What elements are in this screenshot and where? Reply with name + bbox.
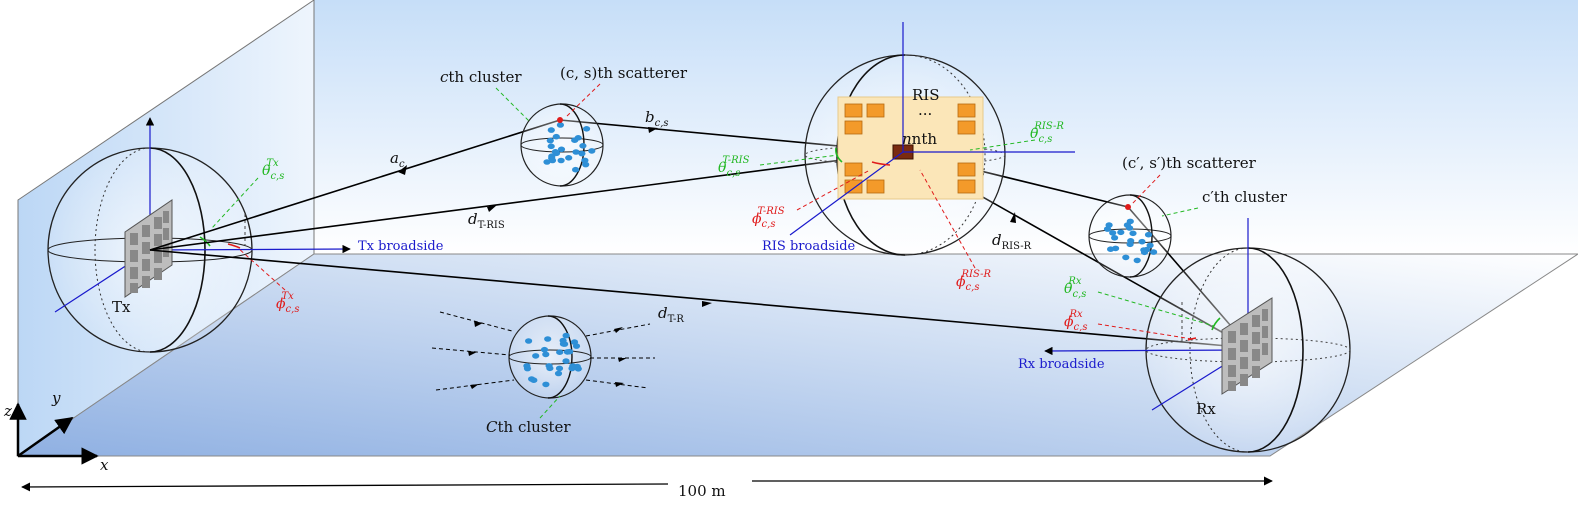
path-d-t-r — [149, 249, 1251, 349]
scatterer-dot — [554, 370, 563, 377]
scatterer-dot — [1126, 218, 1134, 225]
ris-sphere — [789, 22, 1075, 256]
scatterer-dot — [1122, 254, 1130, 261]
scatterer-dot — [557, 157, 565, 164]
scatterer-dot — [582, 161, 590, 168]
scatterer-dot — [568, 365, 576, 372]
scatterer-dot — [572, 166, 580, 173]
scatterer-dot — [570, 339, 579, 345]
scatterer-dot — [1111, 235, 1119, 241]
scatterer-dot — [578, 150, 586, 157]
tx-label: Tx — [112, 298, 131, 316]
ris-nth-label: nnth — [902, 130, 937, 148]
cprime-cluster-sphere — [1088, 194, 1172, 278]
tx-broadside-label: Tx broadside — [358, 239, 444, 254]
scatterer-dot — [546, 137, 554, 144]
scatterer-dot — [588, 148, 596, 154]
path-d-t-ris — [149, 151, 904, 251]
axis-y-label: y — [51, 389, 61, 407]
ris-dots: ... — [918, 101, 932, 119]
scatterer-dot — [1146, 242, 1154, 249]
ris-broadside-label: RIS broadside — [762, 239, 856, 254]
scatterer-dot — [1138, 238, 1146, 245]
path-a-c — [149, 119, 561, 251]
scatterer-dot — [1107, 246, 1115, 252]
scatterer-dot — [1150, 249, 1158, 255]
scatterer-dot — [548, 153, 556, 159]
scatterer-dot — [555, 365, 564, 372]
theta-rx-label: θc,sRx — [1064, 276, 1086, 300]
scatterer-dot — [583, 126, 591, 132]
scatterer-dot — [1105, 222, 1113, 228]
Cth-cluster-ray-arrows — [468, 321, 627, 389]
scatterer-dot — [551, 149, 560, 155]
b-cs-label: bc,s — [645, 108, 669, 129]
distance-dimension — [21, 476, 1273, 492]
scatterer-dot — [532, 353, 540, 359]
scatterer-dot — [556, 349, 564, 356]
a-c-label: ac — [390, 149, 405, 170]
cprime-cluster-label: c′th cluster — [1202, 188, 1288, 206]
room — [16, 0, 1578, 457]
cth-cluster-sphere — [520, 103, 604, 187]
distance-label: 100 m — [678, 482, 726, 500]
scatterer-dot — [1129, 230, 1137, 237]
scatterer-dot — [542, 351, 550, 358]
phi-rx-label: ϕc,sRx — [1064, 309, 1087, 333]
scatterer-dot — [572, 149, 580, 155]
d-t-r-label: dT-R — [658, 304, 684, 325]
theta-tx-label: θc,sTx — [262, 158, 284, 182]
d-t-ris-label: dT-RIS — [468, 210, 505, 231]
scatterer-dot — [1117, 229, 1125, 236]
scatterer-dot — [562, 358, 570, 364]
scatterer-dot — [574, 135, 582, 141]
scatterer-dot — [565, 155, 573, 161]
scatterer-dot — [556, 122, 565, 128]
ris-label: RIS — [912, 86, 940, 104]
axis-z-label: z — [3, 402, 12, 420]
scatterer-dot — [525, 338, 533, 344]
ris-elements — [844, 103, 976, 194]
theta-ris-r-label: θc,sRIS-R — [1030, 121, 1064, 145]
scatterer-dot — [544, 336, 552, 342]
Cth-cluster-label: Cth cluster — [486, 418, 571, 436]
scatterer-dot — [562, 332, 570, 339]
scatterer-dot — [542, 381, 550, 388]
scatterer-dot — [1144, 231, 1153, 238]
cprime-scatterer-label: (c′, s′)th scatterer — [1122, 154, 1257, 172]
rx-sphere — [1044, 218, 1351, 453]
scatterer-dot — [543, 159, 551, 165]
scatterer-dot — [1133, 257, 1141, 264]
scatterer-dot — [530, 377, 538, 384]
cth-cluster-label: cth cluster — [440, 68, 522, 86]
theta-t-ris-label: θc,sT-RIS — [718, 155, 750, 179]
coordinate-axes — [9, 402, 99, 465]
rx-broadside-label: Rx broadside — [1018, 357, 1105, 372]
phi-t-ris-label: ϕc,sT-RIS — [752, 206, 785, 230]
phi-ris-r-label: ϕc,sRIS-R — [956, 269, 992, 293]
scatterer-dot — [1143, 246, 1151, 253]
scatterer-dot — [546, 365, 554, 372]
cs-scatterer-label: (c, s)th scatterer — [560, 64, 688, 82]
scatterer-dot — [1109, 230, 1117, 236]
scatterer-dot — [547, 127, 555, 133]
Cth-cluster-sphere — [508, 315, 592, 399]
rx-label: Rx — [1196, 400, 1216, 418]
phi-tx-label: ϕc,sTx — [276, 291, 299, 315]
scatterer-dot — [540, 346, 549, 353]
scatterer-dot — [557, 146, 566, 153]
scatterer-dot — [566, 348, 574, 355]
path-direction-arrows — [398, 127, 1016, 307]
scatterer-dot — [1126, 241, 1134, 248]
scatterer-dot — [561, 341, 569, 347]
d-ris-r-label: dRIS-R — [992, 231, 1032, 252]
scatterer-dot — [581, 157, 589, 164]
scatterer-dot — [552, 133, 560, 140]
axis-x-label: x — [100, 456, 109, 474]
scatterer-dot — [579, 143, 587, 149]
scatterer-dot — [547, 143, 555, 150]
scatterer-dot — [523, 365, 532, 372]
